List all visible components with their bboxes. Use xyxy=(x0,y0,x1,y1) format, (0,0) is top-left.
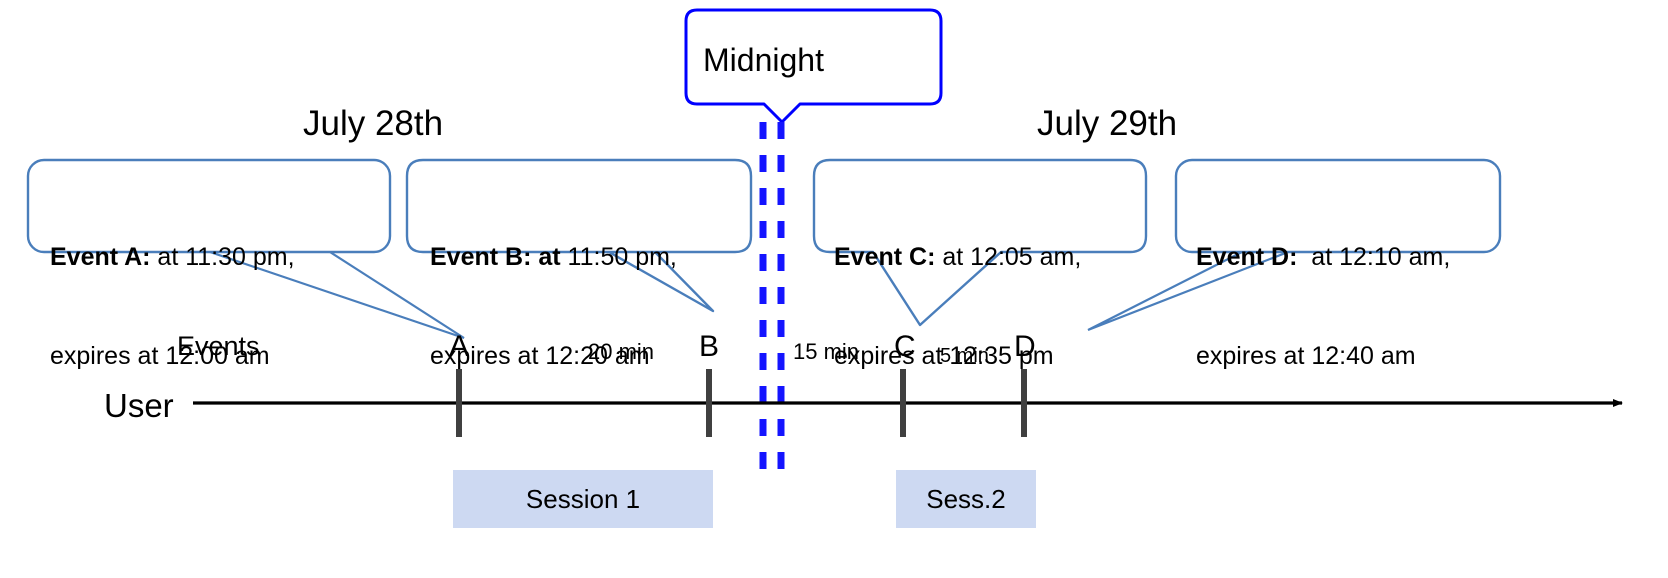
gap-label-20-min: 20 min xyxy=(588,339,655,364)
date-label-july-28: July 28th xyxy=(303,104,444,143)
callout-rest-event-b: 11:50 pm, xyxy=(560,243,677,271)
callout-line-2: expires at 12:20 am xyxy=(430,342,650,370)
callout-line-1: Event D: at 12:10 am, xyxy=(1196,241,1506,274)
axis-label-events: Events xyxy=(177,331,260,361)
callout-text-event-d: Event D: at 12:10 am, expires at 12:40 a… xyxy=(1196,175,1506,439)
callout-line-2: expires at 12:40 am xyxy=(1196,342,1416,370)
callout-text-event-a: Event A: at 11:30 pm, expires at 12:00 a… xyxy=(50,175,390,439)
marker-label-c: C xyxy=(894,330,916,363)
callout-line-1: Event C: at 12:05 am, xyxy=(834,241,1154,274)
callout-rest-event-a: at 11:30 pm, xyxy=(150,243,295,271)
leader-line-event-a xyxy=(209,250,465,340)
gap-label-5-min: 5 min xyxy=(940,345,989,367)
callout-text-event-c: Event C: at 12:05 am, expires at 12:35 p… xyxy=(834,175,1154,439)
callout-bold-event-c: Event C: xyxy=(834,243,936,271)
session-box-session-2: Sess.2 xyxy=(896,470,1036,528)
marker-label-b: B xyxy=(699,330,720,363)
callout-text-event-b: Event B: at 11:50 pm, expires at 12:20 a… xyxy=(430,175,760,439)
callout-line-2: expires at 12:35 pm xyxy=(834,342,1054,370)
callout-line-2: expires at 12:00 am xyxy=(50,342,270,370)
midnight-label: Midnight xyxy=(703,42,824,78)
callout-line-1: Event A: at 11:30 pm, xyxy=(50,241,390,274)
callout-bold-event-d: Event D: xyxy=(1196,243,1298,271)
callout-rest-event-c: at 12:05 am, xyxy=(935,243,1082,271)
callout-rest-event-d: at 12:10 am, xyxy=(1297,243,1451,271)
callout-box-event-c xyxy=(812,158,1148,327)
callout-line-1: Event B: at 11:50 pm, xyxy=(430,241,760,274)
callout-bold-event-a: Event A: xyxy=(50,243,151,271)
callout-box-event-a xyxy=(26,158,392,254)
marker-label-a: A xyxy=(449,330,470,363)
gap-label-15-min: 15 min xyxy=(793,339,860,364)
marker-label-d: D xyxy=(1014,330,1036,363)
callout-box-event-b xyxy=(405,158,753,313)
session-label-session-2: Sess.2 xyxy=(926,483,1006,514)
session-box-session-1: Session 1 xyxy=(453,470,713,528)
axis-label-user: User xyxy=(104,387,174,424)
callout-bold-event-b: Event B: at xyxy=(430,243,561,271)
callout-box-event-d xyxy=(1174,158,1502,254)
session-label-session-1: Session 1 xyxy=(525,483,641,514)
date-label-july-29: July 29th xyxy=(1037,104,1178,143)
midnight-bubble xyxy=(684,8,943,124)
leader-line-event-d xyxy=(1087,250,1289,332)
